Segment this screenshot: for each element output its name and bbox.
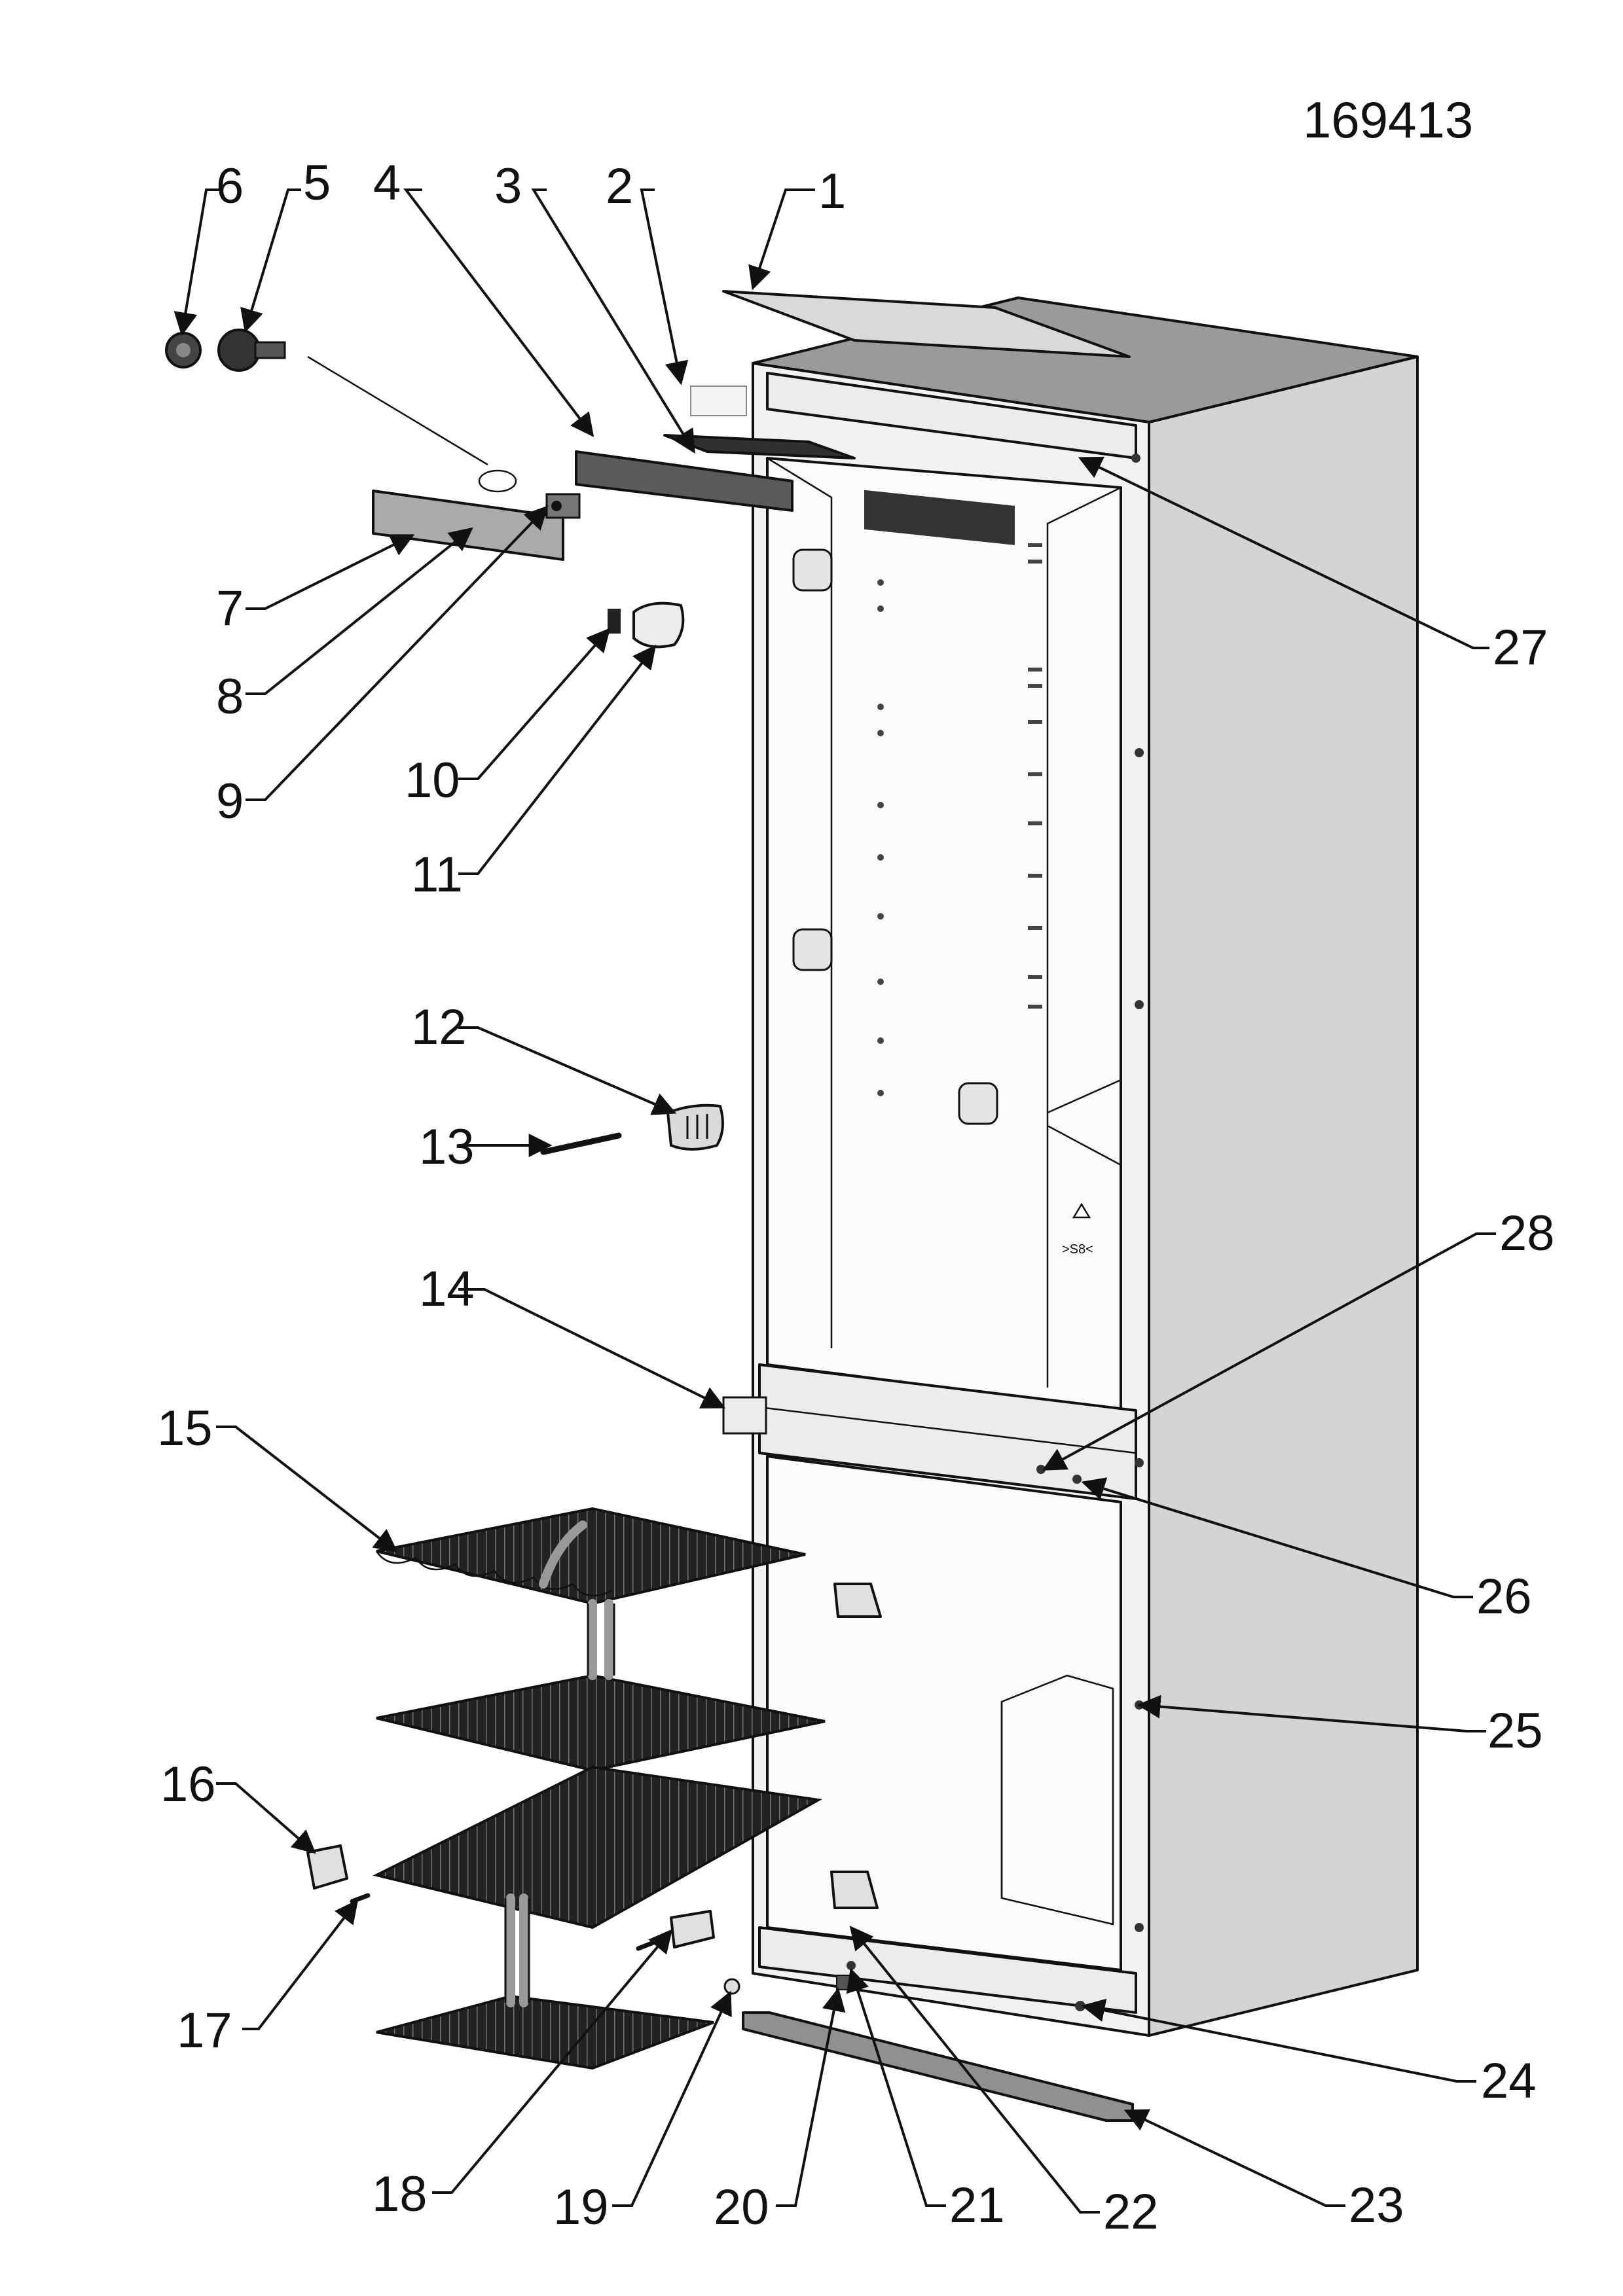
sensor-probe (540, 1132, 622, 1155)
freezer-compartment-liner (766, 1455, 1122, 1971)
callout-5: 5 (303, 155, 331, 211)
recycle-mark: >S8< (1062, 1202, 1093, 1257)
evaporator-tier-2 (376, 1674, 826, 1772)
recycle-code: >S8< (1062, 1242, 1093, 1257)
callout-24: 24 (1481, 2053, 1537, 2109)
callout-11: 11 (411, 847, 463, 903)
cabinet: >S8< (752, 296, 1419, 2037)
lamp-clip (608, 609, 621, 634)
drain-plug (723, 1978, 740, 1995)
callout-8: 8 (216, 669, 244, 725)
callout-17: 17 (177, 2003, 232, 2058)
callout-2: 2 (606, 158, 633, 214)
knob-assembly (165, 329, 286, 372)
freezer-bracket-lower (830, 1871, 879, 1909)
callout-27: 27 (1493, 620, 1548, 675)
callout-3: 3 (494, 158, 522, 214)
leader-lines (173, 188, 1496, 2214)
callout-9: 9 (216, 774, 244, 829)
evaporator-tier-1 (376, 1507, 806, 1605)
callout-22: 22 (1103, 2184, 1159, 2240)
evaporator-coil (373, 1507, 826, 2070)
evaporator-bracket-left (306, 1844, 348, 1890)
label-plate (690, 386, 747, 416)
callout-28: 28 (1499, 1206, 1555, 1261)
callout-18: 18 (372, 2166, 428, 2222)
evaporator-tier-4 (376, 1994, 714, 2070)
callout-4: 4 (373, 155, 401, 211)
document-number: 169413 (1303, 91, 1473, 149)
trim-strip (372, 490, 564, 561)
interior-lamp (666, 1103, 724, 1151)
callout-numbers: 1 2 3 4 5 6 7 8 9 10 11 12 13 14 15 16 1… (157, 155, 1555, 2240)
bottom-clip (836, 1975, 852, 1990)
top-cover-plate (722, 290, 1131, 358)
shelf-support-slots (877, 543, 1042, 1096)
callout-7: 7 (216, 581, 244, 636)
callout-21: 21 (949, 2178, 1005, 2233)
callout-25: 25 (1487, 1703, 1543, 1759)
callout-12: 12 (411, 999, 467, 1055)
callout-15: 15 (157, 1401, 213, 1456)
control-knob (217, 329, 261, 372)
cabinet-side-panel (1148, 355, 1419, 2037)
callout-16: 16 (160, 1757, 216, 1812)
upper-lamp-housing (792, 548, 833, 592)
bottom-screw (847, 1961, 856, 1970)
control-board-housing (864, 490, 1015, 545)
callout-1: 1 (818, 164, 846, 219)
control-panel (575, 450, 793, 512)
divider-cover (722, 1396, 767, 1435)
freezer-bracket-upper (833, 1583, 882, 1618)
lower-lamp-housing (958, 1082, 998, 1125)
callout-20: 20 (714, 2179, 769, 2235)
callout-10: 10 (405, 753, 460, 808)
evaporator-bracket-right (670, 1910, 715, 1948)
lamp-cover (632, 601, 685, 649)
callout-19: 19 (553, 2179, 609, 2235)
callout-23: 23 (1349, 2178, 1404, 2233)
knob-washer-detail (478, 469, 517, 493)
plinth-strip (742, 2011, 1134, 2122)
callout-14: 14 (419, 1261, 475, 1317)
middle-lamp-housing (792, 928, 833, 971)
callout-13: 13 (419, 1119, 475, 1175)
callout-26: 26 (1476, 1569, 1532, 1624)
callout-6: 6 (216, 158, 244, 214)
